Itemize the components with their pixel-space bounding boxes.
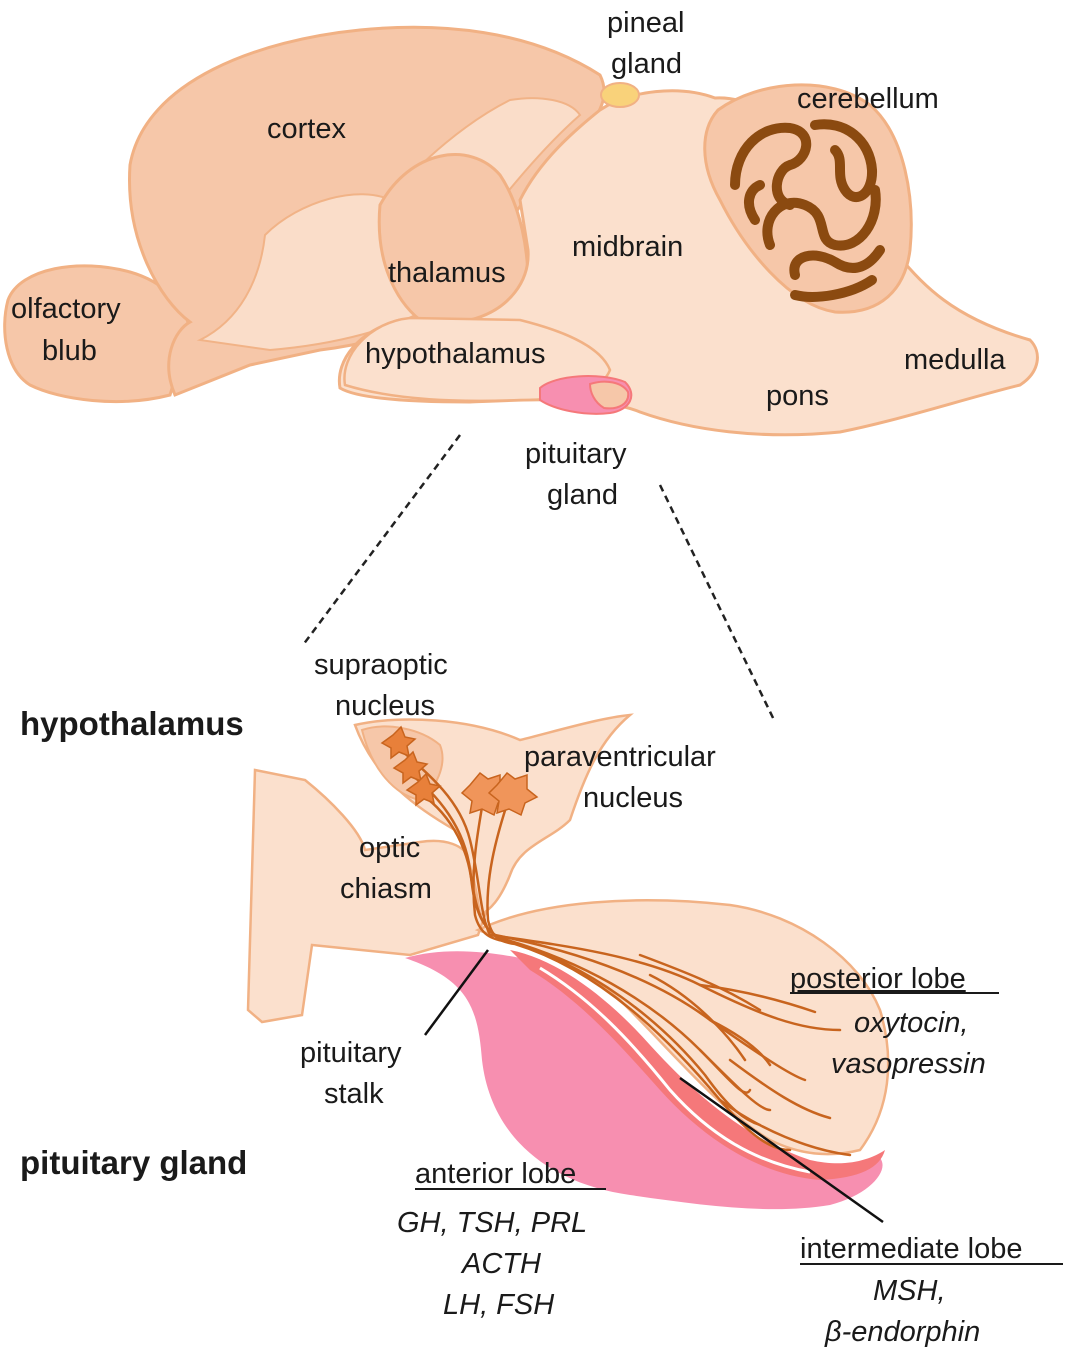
optic-label-line1: optic bbox=[359, 832, 420, 864]
paraventricular-neuron-2 bbox=[487, 771, 539, 817]
pituitary-posterior-small bbox=[588, 380, 630, 410]
midbrain-label: midbrain bbox=[572, 231, 683, 263]
pineal-label-line2: gland bbox=[611, 48, 682, 80]
hypothalamus-pituitary-detail: hypothalamus pituitary gland supraoptic … bbox=[20, 649, 1063, 1348]
supraoptic-label-line2: nucleus bbox=[335, 690, 435, 722]
olfactory-label-line1: olfactory bbox=[11, 293, 121, 325]
paraventricular-label-line2: nucleus bbox=[583, 782, 683, 814]
supraoptic-neurons bbox=[380, 725, 442, 807]
posterior-lobe-title: posterior lobe bbox=[790, 963, 966, 995]
olfactory-label-line2: blub bbox=[42, 335, 97, 367]
paraventricular-label-line1: paraventricular bbox=[524, 741, 716, 773]
stalk-label-line1: pituitary bbox=[300, 1037, 402, 1069]
intermediate-hormone-2: β-endorphin bbox=[824, 1316, 980, 1348]
pineal-gland-shape bbox=[600, 82, 640, 108]
zoom-line-right bbox=[658, 484, 777, 723]
cortex-label: cortex bbox=[267, 113, 346, 145]
intermediate-hormone-1: MSH, bbox=[873, 1275, 946, 1307]
posterior-hormone-2: vasopressin bbox=[831, 1048, 986, 1080]
pineal-label-line1: pineal bbox=[607, 7, 684, 39]
pons-label: pons bbox=[766, 380, 829, 412]
optic-label-line2: chiasm bbox=[340, 873, 432, 905]
hypothalamus-label: hypothalamus bbox=[365, 338, 546, 370]
anterior-lobe-shape bbox=[405, 951, 883, 1210]
intermediate-lobe-shape bbox=[510, 950, 885, 1180]
anterior-hormones-2: ACTH bbox=[460, 1248, 541, 1280]
heading-hypothalamus: hypothalamus bbox=[20, 705, 244, 742]
sagittal-brain: cortex pineal gland cerebellum midbrain … bbox=[3, 7, 1039, 511]
hypothalamus-shape bbox=[343, 316, 612, 403]
stalk-label-line2: stalk bbox=[324, 1078, 384, 1110]
heading-pituitary-gland: pituitary gland bbox=[20, 1144, 247, 1181]
cerebellum-label: cerebellum bbox=[797, 83, 939, 115]
stalk-pointer bbox=[423, 949, 490, 1036]
anterior-hormones-1: GH, TSH, PRL bbox=[397, 1207, 587, 1239]
supraoptic-label-line1: supraoptic bbox=[314, 649, 448, 681]
pituitary-label-line1: pituitary bbox=[525, 438, 627, 470]
paraventricular-neurons bbox=[460, 771, 539, 817]
intermediate-lobe-title: intermediate lobe bbox=[800, 1233, 1022, 1265]
zoom-line-left bbox=[301, 434, 462, 646]
pituitary-label-line2: gland bbox=[547, 479, 618, 511]
neurosecretory-axons bbox=[393, 743, 852, 1157]
anterior-hormones-3: LH, FSH bbox=[443, 1289, 554, 1321]
cerebellar-folia bbox=[730, 119, 885, 302]
lobe-cleft bbox=[539, 966, 811, 1174]
intermediate-pointer bbox=[679, 1076, 884, 1224]
anterior-lobe-title: anterior lobe bbox=[415, 1158, 576, 1190]
posterior-hormone-1: oxytocin, bbox=[854, 1007, 968, 1039]
thalamus-label: thalamus bbox=[388, 257, 506, 289]
supraoptic-neuron-3 bbox=[405, 772, 442, 807]
medulla-label: medulla bbox=[904, 344, 1006, 376]
